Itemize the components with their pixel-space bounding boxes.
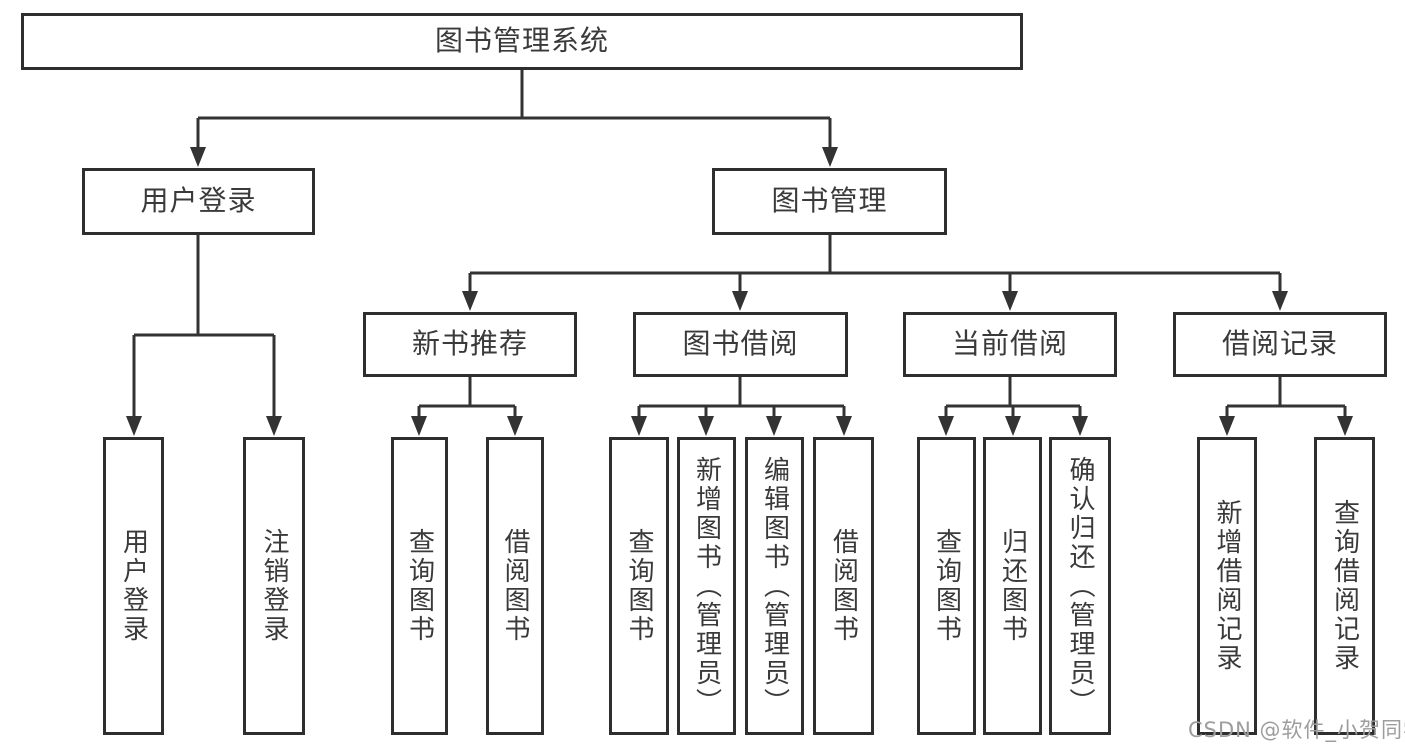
new-book-rec-branch (411, 377, 523, 436)
leaf-current-confirm-return-admin: 确认归还（管理员） (1049, 437, 1111, 735)
leaf-logout: 注销登录 (243, 437, 305, 735)
book-mgmt-branch (462, 235, 1288, 311)
node-borrow-record: 借阅记录 (1173, 312, 1387, 377)
root-branch (190, 70, 838, 167)
leaf-current-return-books: 归还图书 (983, 437, 1042, 735)
leaf-borrow-borrow-books: 借阅图书 (813, 437, 874, 735)
leaf-borrow-query-books: 查询图书 (609, 437, 669, 735)
csdn-watermark: CSDN @软件_小贺同学 (1188, 718, 1405, 742)
leaf-borrow-edit-books-admin: 编辑图书（管理员） (745, 437, 804, 735)
node-user-login: 用户登录 (82, 168, 315, 235)
node-current-borrow: 当前借阅 (903, 312, 1117, 377)
leaf-rec-query-books: 查询图书 (391, 437, 448, 735)
leaf-borrow-add-books-admin: 新增图书（管理员） (677, 437, 736, 735)
node-book-management: 图书管理 (712, 168, 947, 235)
node-library-system: 图书管理系统 (21, 13, 1023, 70)
leaf-record-query-borrow-record: 查询借阅记录 (1314, 437, 1375, 735)
user-login-branch (126, 235, 282, 436)
leaf-current-query-books: 查询图书 (917, 437, 976, 735)
node-new-book-recommend: 新书推荐 (363, 312, 577, 377)
book-borrow-branch (631, 377, 852, 436)
leaf-record-add-borrow-record: 新增借阅记录 (1197, 437, 1257, 735)
current-borrow-branch (938, 377, 1088, 436)
borrow-record-branch (1219, 377, 1353, 436)
leaf-user-login: 用户登录 (103, 437, 164, 735)
leaf-rec-borrow-books: 借阅图书 (486, 437, 544, 735)
node-book-borrow: 图书借阅 (633, 312, 848, 377)
